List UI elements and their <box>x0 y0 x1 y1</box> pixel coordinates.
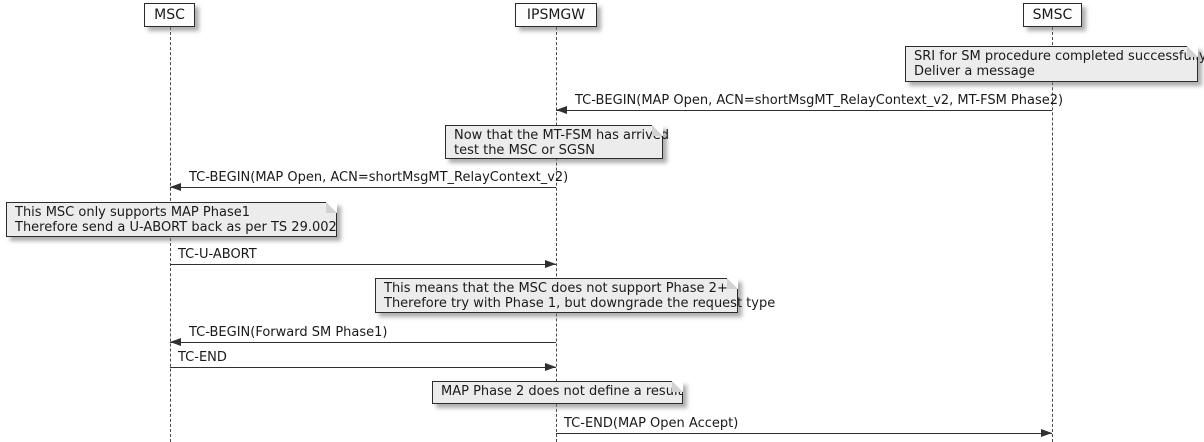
note: MAP Phase 2 does not define a result <box>432 381 683 404</box>
note-text-line: Therefore send a U-ABORT back as per TS … <box>15 219 337 235</box>
note-text-line: This means that the MSC does not support… <box>384 281 728 296</box>
note-fold-icon <box>672 381 683 392</box>
note-fold-icon <box>326 202 337 213</box>
message-line <box>170 187 556 188</box>
message-label: TC-END(MAP Open Accept) <box>564 416 739 431</box>
arrowhead-icon <box>545 260 556 268</box>
participant-box: IPSMGW <box>515 3 597 27</box>
participant-label: SMSC <box>1032 7 1073 23</box>
message-line <box>170 264 556 265</box>
message-line <box>556 433 1052 434</box>
message-line <box>170 342 556 343</box>
note-text-line: Now that the MT-FSM has arrived <box>454 128 670 143</box>
message-label: TC-END <box>178 350 227 365</box>
lifeline <box>1052 27 1053 442</box>
note-fold-icon <box>727 278 738 289</box>
note: SRI for SM procedure completed successfu… <box>905 46 1204 82</box>
note-fold-icon <box>652 125 663 136</box>
message-line <box>170 367 556 368</box>
message-label: TC-U-ABORT <box>178 247 257 262</box>
lifeline <box>556 27 557 442</box>
note: This means that the MSC does not support… <box>375 278 776 313</box>
arrowhead-icon <box>545 363 556 371</box>
arrowhead-icon <box>556 106 567 114</box>
note-text-line: SRI for SM procedure completed successfu… <box>914 49 1204 64</box>
note-text-line: This MSC only supports MAP Phase1 <box>15 205 250 220</box>
note-fold-icon <box>1187 46 1198 57</box>
message-label: TC-BEGIN(Forward SM Phase1) <box>189 325 388 340</box>
message-line <box>556 110 1052 111</box>
note-text-line: Therefore try with Phase 1, but downgrad… <box>384 295 776 311</box>
note-text-line: Deliver a message <box>914 63 1035 79</box>
participant-label: IPSMGW <box>526 7 586 23</box>
note-text-line: MAP Phase 2 does not define a result <box>441 384 683 399</box>
message-label: TC-BEGIN(MAP Open, ACN=shortMsgMT_RelayC… <box>575 93 1064 108</box>
arrowhead-icon <box>1041 429 1052 437</box>
note-text-line: test the MSC or SGSN <box>454 142 595 158</box>
arrowhead-icon <box>170 338 181 346</box>
participant-label: MSC <box>154 7 185 23</box>
participant-box: MSC <box>144 3 195 27</box>
arrowhead-icon <box>170 183 181 191</box>
message-label: TC-BEGIN(MAP Open, ACN=shortMsgMT_RelayC… <box>189 170 569 185</box>
participant-box: SMSC <box>1023 3 1082 27</box>
